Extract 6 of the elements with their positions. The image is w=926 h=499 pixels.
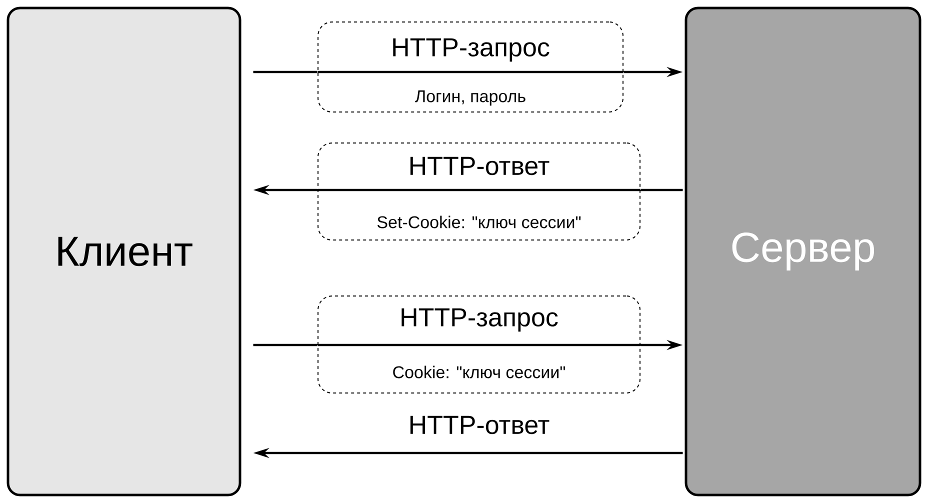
server-box: Сервер xyxy=(684,6,922,496)
message-box: HTTP-запрос Cookie: "ключ сессии" xyxy=(318,296,640,394)
client-box: Клиент xyxy=(6,6,242,496)
message-box: HTTP-запрос Логин, пароль xyxy=(318,22,624,112)
edge-label: HTTP-ответ xyxy=(407,414,551,436)
message-box: HTTP-ответ Set-Cookie: "ключ сессии" xyxy=(318,142,640,240)
